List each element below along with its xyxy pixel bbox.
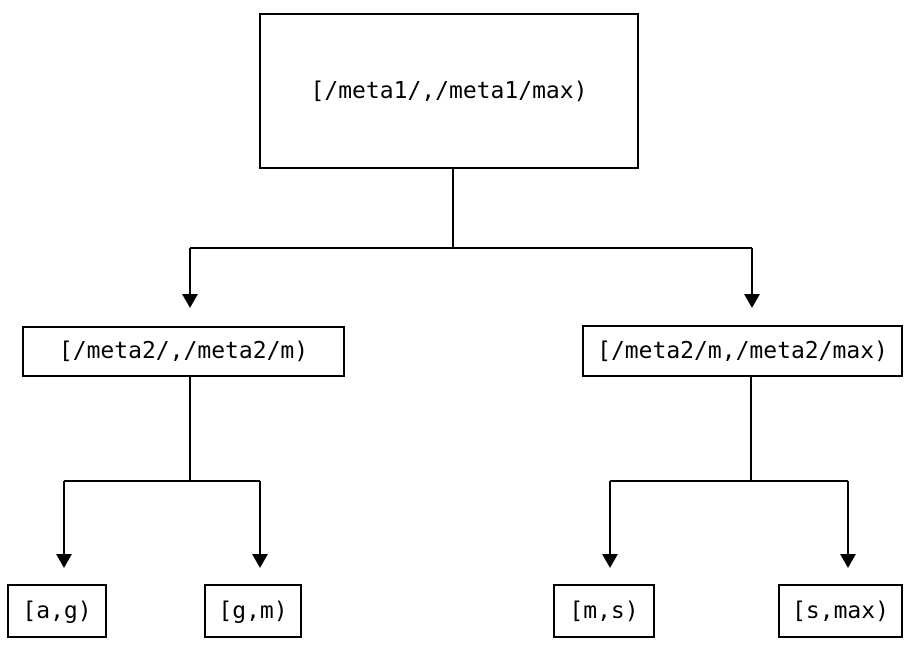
arrowhead-leaf-gm [252, 554, 268, 568]
node-leaf-gm-label: [g,m) [218, 597, 288, 624]
arrowhead-leaf-ag [56, 554, 72, 568]
node-leaf-ms: [m,s) [553, 584, 655, 638]
node-root: [/meta1/,/meta1/max) [259, 13, 639, 169]
arrowhead-meta2-low [182, 294, 198, 308]
arrowhead-leaf-ms [602, 554, 618, 568]
node-leaf-smax: [s,max) [778, 584, 903, 638]
arrowhead-leaf-smax [840, 554, 856, 568]
node-leaf-gm: [g,m) [204, 584, 302, 638]
node-meta2-high-label: [/meta2/m,/meta2/max) [597, 337, 888, 364]
node-root-label: [/meta1/,/meta1/max) [310, 77, 588, 104]
node-meta2-low: [/meta2/,/meta2/m) [22, 326, 345, 377]
node-meta2-high: [/meta2/m,/meta2/max) [582, 325, 903, 377]
node-leaf-ag-label: [a,g) [22, 597, 92, 624]
node-meta2-low-label: [/meta2/,/meta2/m) [58, 338, 309, 364]
arrowhead-meta2-high [744, 294, 760, 308]
node-leaf-ag: [a,g) [7, 584, 107, 638]
node-leaf-smax-label: [s,max) [792, 597, 889, 624]
node-leaf-ms-label: [m,s) [569, 597, 639, 624]
